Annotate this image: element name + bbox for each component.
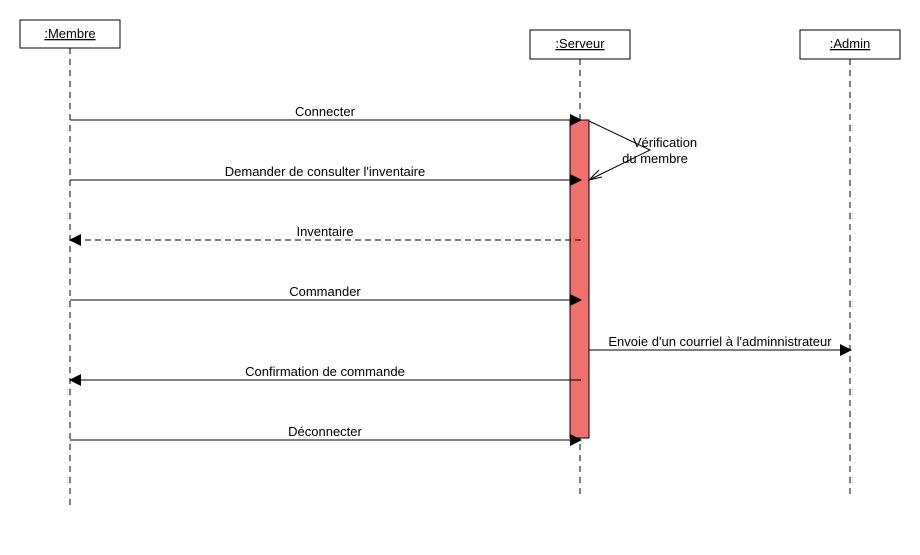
participant-membre[interactable]: :Membre bbox=[19, 19, 121, 49]
activation-bar-serveur bbox=[569, 119, 590, 439]
message-confirmation-label: Confirmation de commande bbox=[245, 364, 405, 379]
message-commander-label: Commander bbox=[289, 284, 361, 299]
message-connecter-label: Connecter bbox=[295, 104, 356, 119]
participant-admin[interactable]: :Admin bbox=[799, 29, 901, 60]
self-message-line-2: du membre bbox=[622, 151, 688, 166]
message-courriel-label: Envoie d'un courriel à l'adminnistrateur bbox=[608, 334, 832, 349]
message-confirmation[interactable]: Confirmation de commande bbox=[69, 364, 581, 386]
message-deconnecter[interactable]: Déconnecter bbox=[70, 424, 582, 446]
message-courriel-admin[interactable]: Envoie d'un courriel à l'adminnistrateur bbox=[589, 334, 852, 356]
message-demander-inventaire[interactable]: Demander de consulter l'inventaire bbox=[70, 164, 582, 186]
participant-serveur-label: :Serveur bbox=[555, 36, 605, 51]
message-commander[interactable]: Commander bbox=[70, 284, 582, 306]
message-connecter[interactable]: Connecter bbox=[70, 104, 582, 126]
message-demander-label: Demander de consulter l'inventaire bbox=[225, 164, 425, 179]
participant-admin-label: :Admin bbox=[830, 36, 870, 51]
message-inventaire[interactable]: Inventaire bbox=[69, 224, 581, 246]
participant-serveur[interactable]: :Serveur bbox=[529, 29, 631, 60]
self-message-verification[interactable]: Vérification du membre bbox=[587, 120, 697, 181]
message-deconnecter-label: Déconnecter bbox=[288, 424, 362, 439]
message-inventaire-label: Inventaire bbox=[296, 224, 353, 239]
self-message-line-1: Vérification bbox=[633, 135, 697, 150]
participant-membre-label: :Membre bbox=[44, 26, 95, 41]
